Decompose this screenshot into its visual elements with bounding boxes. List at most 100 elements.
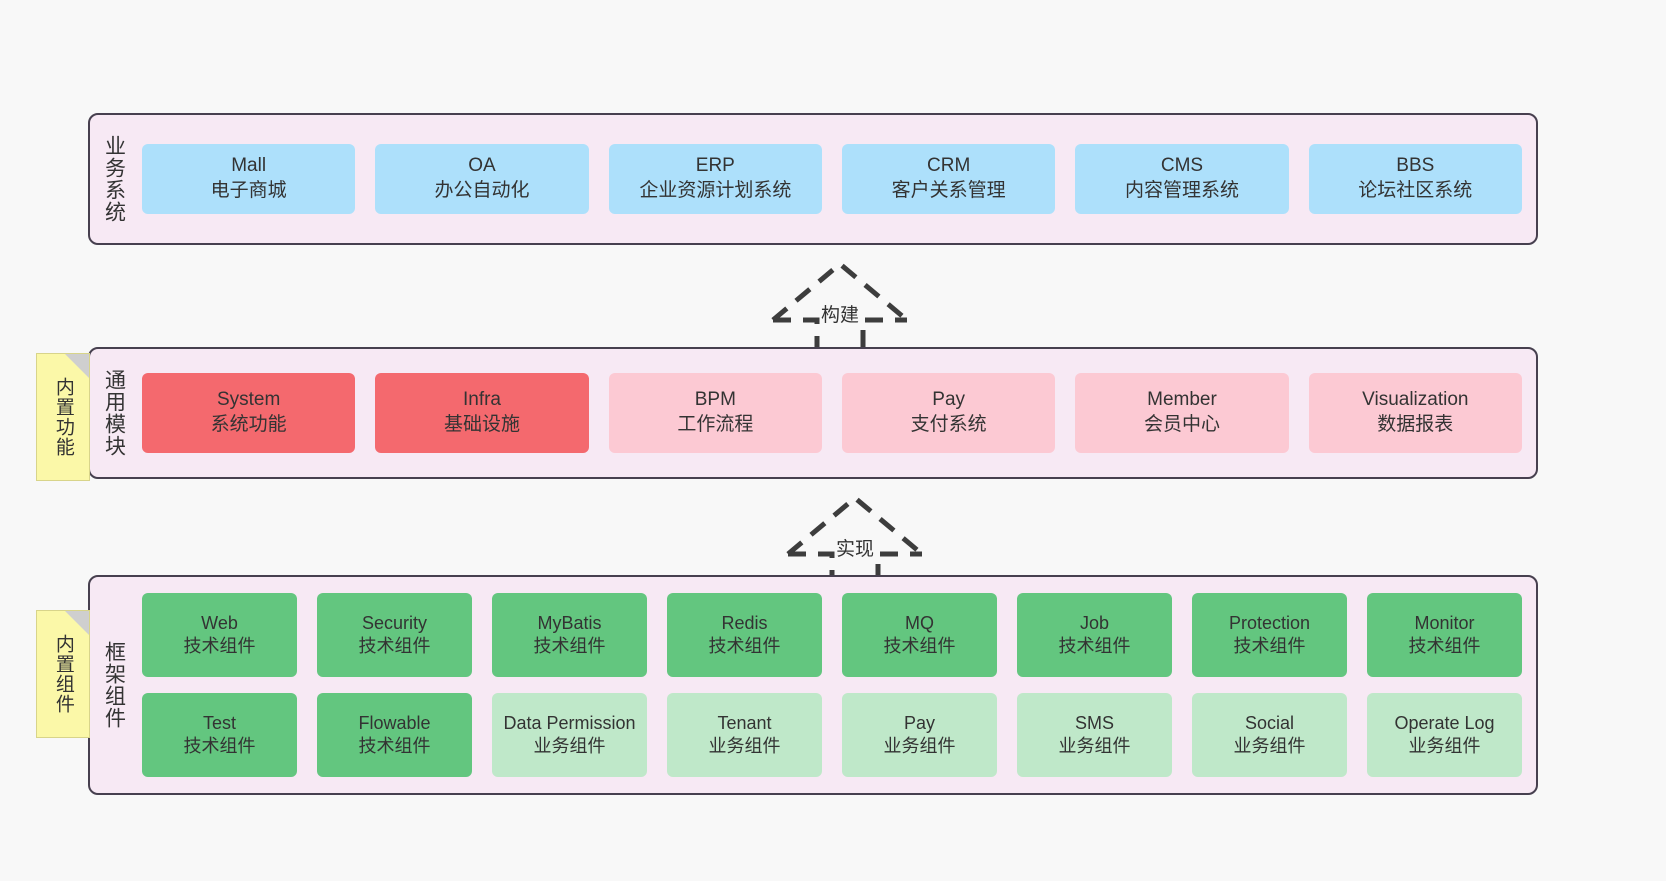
- card-subtitle: 业务组件: [883, 736, 956, 756]
- card-visualization[interactable]: Visualization 数据报表: [1308, 373, 1522, 453]
- card-subtitle: 系统功能: [210, 414, 287, 435]
- card-subtitle: 会员中心: [1143, 414, 1220, 435]
- card-title: CMS: [1160, 155, 1204, 177]
- card-protection[interactable]: Protection 技术组件: [1192, 593, 1347, 677]
- card-subtitle: 业务组件: [533, 736, 606, 756]
- card-title: Infra: [462, 389, 501, 411]
- card-web[interactable]: Web 技术组件: [142, 593, 297, 677]
- card-subtitle: 业务组件: [1408, 736, 1481, 756]
- card-row: System 系统功能 Infra 基础设施 BPM 工作流程 Pay 支付系统…: [142, 373, 1522, 453]
- card-pay-component[interactable]: Pay 业务组件: [842, 693, 997, 777]
- card-title: Visualization: [1362, 389, 1469, 411]
- card-title: Job: [1079, 612, 1110, 633]
- card-system[interactable]: System 系统功能: [142, 373, 356, 453]
- layer-common-modules: 通用模块 System 系统功能 Infra 基础设施 BPM 工作流程 Pay…: [88, 347, 1538, 479]
- card-title: Operate Log: [1394, 712, 1495, 733]
- card-title: Tenant: [717, 712, 772, 733]
- card-operate-log[interactable]: Operate Log 业务组件: [1367, 693, 1522, 777]
- card-title: ERP: [695, 155, 735, 177]
- layer-body-framework-components: Web 技术组件 Security 技术组件 MyBatis 技术组件 Redi…: [138, 577, 1536, 793]
- card-subtitle: 数据报表: [1377, 414, 1454, 435]
- card-security[interactable]: Security 技术组件: [317, 593, 472, 677]
- card-subtitle: 电子商城: [210, 180, 287, 201]
- card-mybatis[interactable]: MyBatis 技术组件: [492, 593, 647, 677]
- layer-business-systems: 业务系统 Mall 电子商城 OA 办公自动化 ERP 企业资源计划系统 CRM…: [88, 113, 1538, 245]
- card-subtitle: 技术组件: [1233, 636, 1306, 656]
- note-builtin-components[interactable]: 内置组件: [36, 610, 90, 738]
- card-member[interactable]: Member 会员中心: [1075, 373, 1289, 453]
- arrow-implement-icon: [786, 494, 924, 601]
- layer-title-business-systems: 业务系统: [102, 135, 126, 223]
- card-pay-module[interactable]: Pay 支付系统: [841, 373, 1056, 453]
- card-title: Pay: [903, 712, 936, 733]
- card-title: Protection: [1228, 612, 1311, 633]
- card-title: Web: [201, 612, 238, 633]
- card-title: Redis: [721, 612, 768, 633]
- card-crm[interactable]: CRM 客户关系管理: [841, 144, 1056, 214]
- card-title: BPM: [694, 389, 736, 411]
- card-title: OA: [468, 155, 496, 177]
- note-label: 内置组件: [52, 634, 74, 714]
- layer-body-business-systems: Mall 电子商城 OA 办公自动化 ERP 企业资源计划系统 CRM 客户关系…: [138, 115, 1536, 243]
- card-mq[interactable]: MQ 技术组件: [842, 593, 997, 677]
- note-fold-icon: [65, 354, 89, 378]
- card-subtitle: 技术组件: [533, 636, 606, 656]
- card-title: MyBatis: [537, 612, 602, 633]
- card-bpm[interactable]: BPM 工作流程: [608, 373, 822, 453]
- card-title: Test: [202, 712, 236, 733]
- card-monitor[interactable]: Monitor 技术组件: [1367, 593, 1522, 677]
- card-test[interactable]: Test 技术组件: [142, 693, 297, 777]
- card-subtitle: 技术组件: [358, 636, 431, 656]
- card-tenant[interactable]: Tenant 业务组件: [667, 693, 822, 777]
- arrow-build-icon: [771, 260, 909, 367]
- card-flowable[interactable]: Flowable 技术组件: [317, 693, 472, 777]
- card-subtitle: 技术组件: [1408, 636, 1481, 656]
- card-job[interactable]: Job 技术组件: [1017, 593, 1172, 677]
- card-mall[interactable]: Mall 电子商城: [142, 144, 356, 214]
- card-data-permission[interactable]: Data Permission 业务组件: [492, 693, 647, 777]
- card-subtitle: 技术组件: [358, 736, 431, 756]
- card-title: Monitor: [1414, 612, 1475, 633]
- card-title: SMS: [1074, 712, 1114, 733]
- card-subtitle: 技术组件: [708, 636, 781, 656]
- card-title: BBS: [1396, 155, 1435, 177]
- card-subtitle: 业务组件: [1058, 736, 1131, 756]
- card-redis[interactable]: Redis 技术组件: [667, 593, 822, 677]
- card-subtitle: 业务组件: [1233, 736, 1306, 756]
- layer-title-common-modules: 通用模块: [102, 369, 126, 457]
- card-subtitle: 技术组件: [183, 636, 256, 656]
- card-sms[interactable]: SMS 业务组件: [1017, 693, 1172, 777]
- card-social[interactable]: Social 业务组件: [1192, 693, 1347, 777]
- card-subtitle: 基础设施: [443, 414, 520, 435]
- note-fold-icon: [65, 611, 89, 635]
- card-subtitle: 技术组件: [1058, 636, 1131, 656]
- note-label: 内置功能: [52, 377, 74, 457]
- card-title: MQ: [905, 612, 934, 633]
- card-bbs[interactable]: BBS 论坛社区系统: [1308, 144, 1522, 214]
- card-oa[interactable]: OA 办公自动化: [375, 144, 589, 214]
- card-subtitle: 企业资源计划系统: [639, 180, 792, 201]
- card-subtitle: 技术组件: [183, 736, 256, 756]
- card-subtitle: 工作流程: [677, 414, 754, 435]
- note-builtin-functions[interactable]: 内置功能: [36, 353, 90, 481]
- layer-framework-components: 框架组件 Web 技术组件 Security 技术组件 MyBatis 技术组件…: [88, 575, 1538, 795]
- card-title: Data Permission: [503, 712, 636, 733]
- card-title: Security: [361, 612, 428, 633]
- card-title: Mall: [231, 155, 267, 177]
- card-subtitle: 内容管理系统: [1124, 180, 1239, 201]
- card-subtitle: 支付系统: [910, 414, 987, 435]
- card-title: Member: [1147, 389, 1217, 411]
- card-subtitle: 业务组件: [708, 736, 781, 756]
- card-row: Mall 电子商城 OA 办公自动化 ERP 企业资源计划系统 CRM 客户关系…: [142, 144, 1522, 214]
- card-title: System: [216, 389, 281, 411]
- card-subtitle: 客户关系管理: [891, 180, 1006, 201]
- card-title: Social: [1244, 712, 1295, 733]
- layer-body-common-modules: System 系统功能 Infra 基础设施 BPM 工作流程 Pay 支付系统…: [138, 349, 1536, 477]
- card-cms[interactable]: CMS 内容管理系统: [1075, 144, 1289, 214]
- card-infra[interactable]: Infra 基础设施: [375, 373, 589, 453]
- card-row: Test 技术组件 Flowable 技术组件 Data Permission …: [142, 693, 1522, 777]
- card-erp[interactable]: ERP 企业资源计划系统: [608, 144, 822, 214]
- card-subtitle: 技术组件: [883, 636, 956, 656]
- card-subtitle: 办公自动化: [434, 180, 530, 201]
